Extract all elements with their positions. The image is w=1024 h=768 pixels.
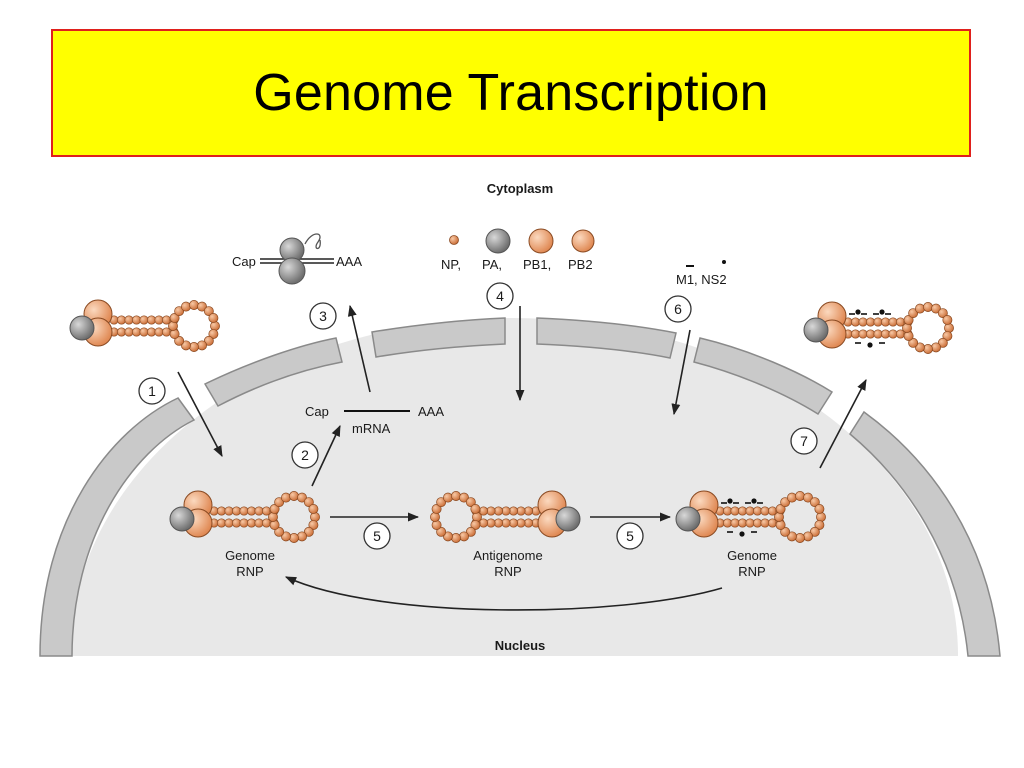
slide-title: Genome Transcription [253,64,769,122]
rnp-cytoplasm-outgoing [803,301,954,354]
step-markers: 1 2 3 4 5 5 6 7 [138,282,818,550]
protein-legend: NP, PA, PB1, PB2 M1, NS2 [441,228,727,287]
rnp-labels: Genome RNP Antigenome RNP Genome RNP [225,548,777,579]
envelope-segment-4 [536,317,677,359]
arrow-step-2 [311,424,341,487]
cap-label-top: Cap [232,254,256,269]
envelope-segment-3 [371,317,506,358]
svg-text:2: 2 [301,447,309,463]
envelope-segment-5 [693,337,834,416]
svg-text:4: 4 [496,288,504,304]
nucleus-region [70,318,958,656]
svg-text:PB1,: PB1, [523,257,551,272]
translated-mrna: Cap AAA [232,233,362,285]
svg-text:RNP: RNP [236,564,263,579]
nuclear-envelope [39,317,1001,657]
rnp-genome-nuclear [169,490,320,543]
pathway-arrows [177,304,867,611]
svg-text:5: 5 [373,528,381,544]
step-5a-marker: 5 [363,522,391,550]
svg-text:NP,: NP, [441,257,461,272]
svg-text:RNP: RNP [494,564,521,579]
pa-icon [485,228,511,254]
step-2-marker: 2 [291,441,319,469]
svg-text:3: 3 [319,308,327,324]
nucleus-label: Nucleus [495,638,546,653]
pb2-icon [571,229,595,253]
rnp-complexes [69,299,954,543]
arrow-step-7 [819,379,867,469]
svg-text:mRNA: mRNA [352,421,391,436]
nuclear-mrna: Cap AAA mRNA [305,404,444,436]
envelope-segment-2 [203,337,343,407]
svg-text:Antigenome: Antigenome [473,548,542,563]
svg-text:7: 7 [800,433,808,449]
svg-text:PB2: PB2 [568,257,593,272]
rnp-antigenome [430,490,581,543]
step-3-marker: 3 [309,302,337,330]
svg-text:M1, NS2: M1, NS2 [676,272,727,287]
ribosome-small-subunit [278,257,306,285]
svg-text:PA,: PA, [482,257,502,272]
rnp-genome-exporting [675,490,826,543]
svg-text:Genome: Genome [727,548,777,563]
envelope-segment-left [39,397,196,657]
arrow-return [284,576,723,611]
ns2-icon [722,260,726,264]
step-4-marker: 4 [486,282,514,310]
svg-text:1: 1 [148,383,156,399]
svg-text:RNP: RNP [738,564,765,579]
aaa-label-top: AAA [336,254,362,269]
rnp-cytoplasm-incoming [69,299,220,352]
arrow-step-3 [347,304,371,393]
arrow-step-1 [177,371,223,457]
cytoplasm-label: Cytoplasm [487,181,553,196]
envelope-segment-right [849,410,1001,657]
nascent-peptide-icon [304,233,321,250]
pb1-icon [528,228,554,254]
step-5b-marker: 5 [616,522,644,550]
step-1-marker: 1 [138,377,166,405]
step-6-marker: 6 [664,295,692,323]
svg-text:Cap: Cap [305,404,329,419]
svg-text:5: 5 [626,528,634,544]
svg-text:Genome: Genome [225,548,275,563]
svg-text:AAA: AAA [418,404,444,419]
title-banner: Genome Transcription [51,29,971,157]
svg-text:6: 6 [674,301,682,317]
arrow-step-6 [671,329,691,416]
step-7-marker: 7 [790,427,818,455]
np-icon [449,235,459,245]
